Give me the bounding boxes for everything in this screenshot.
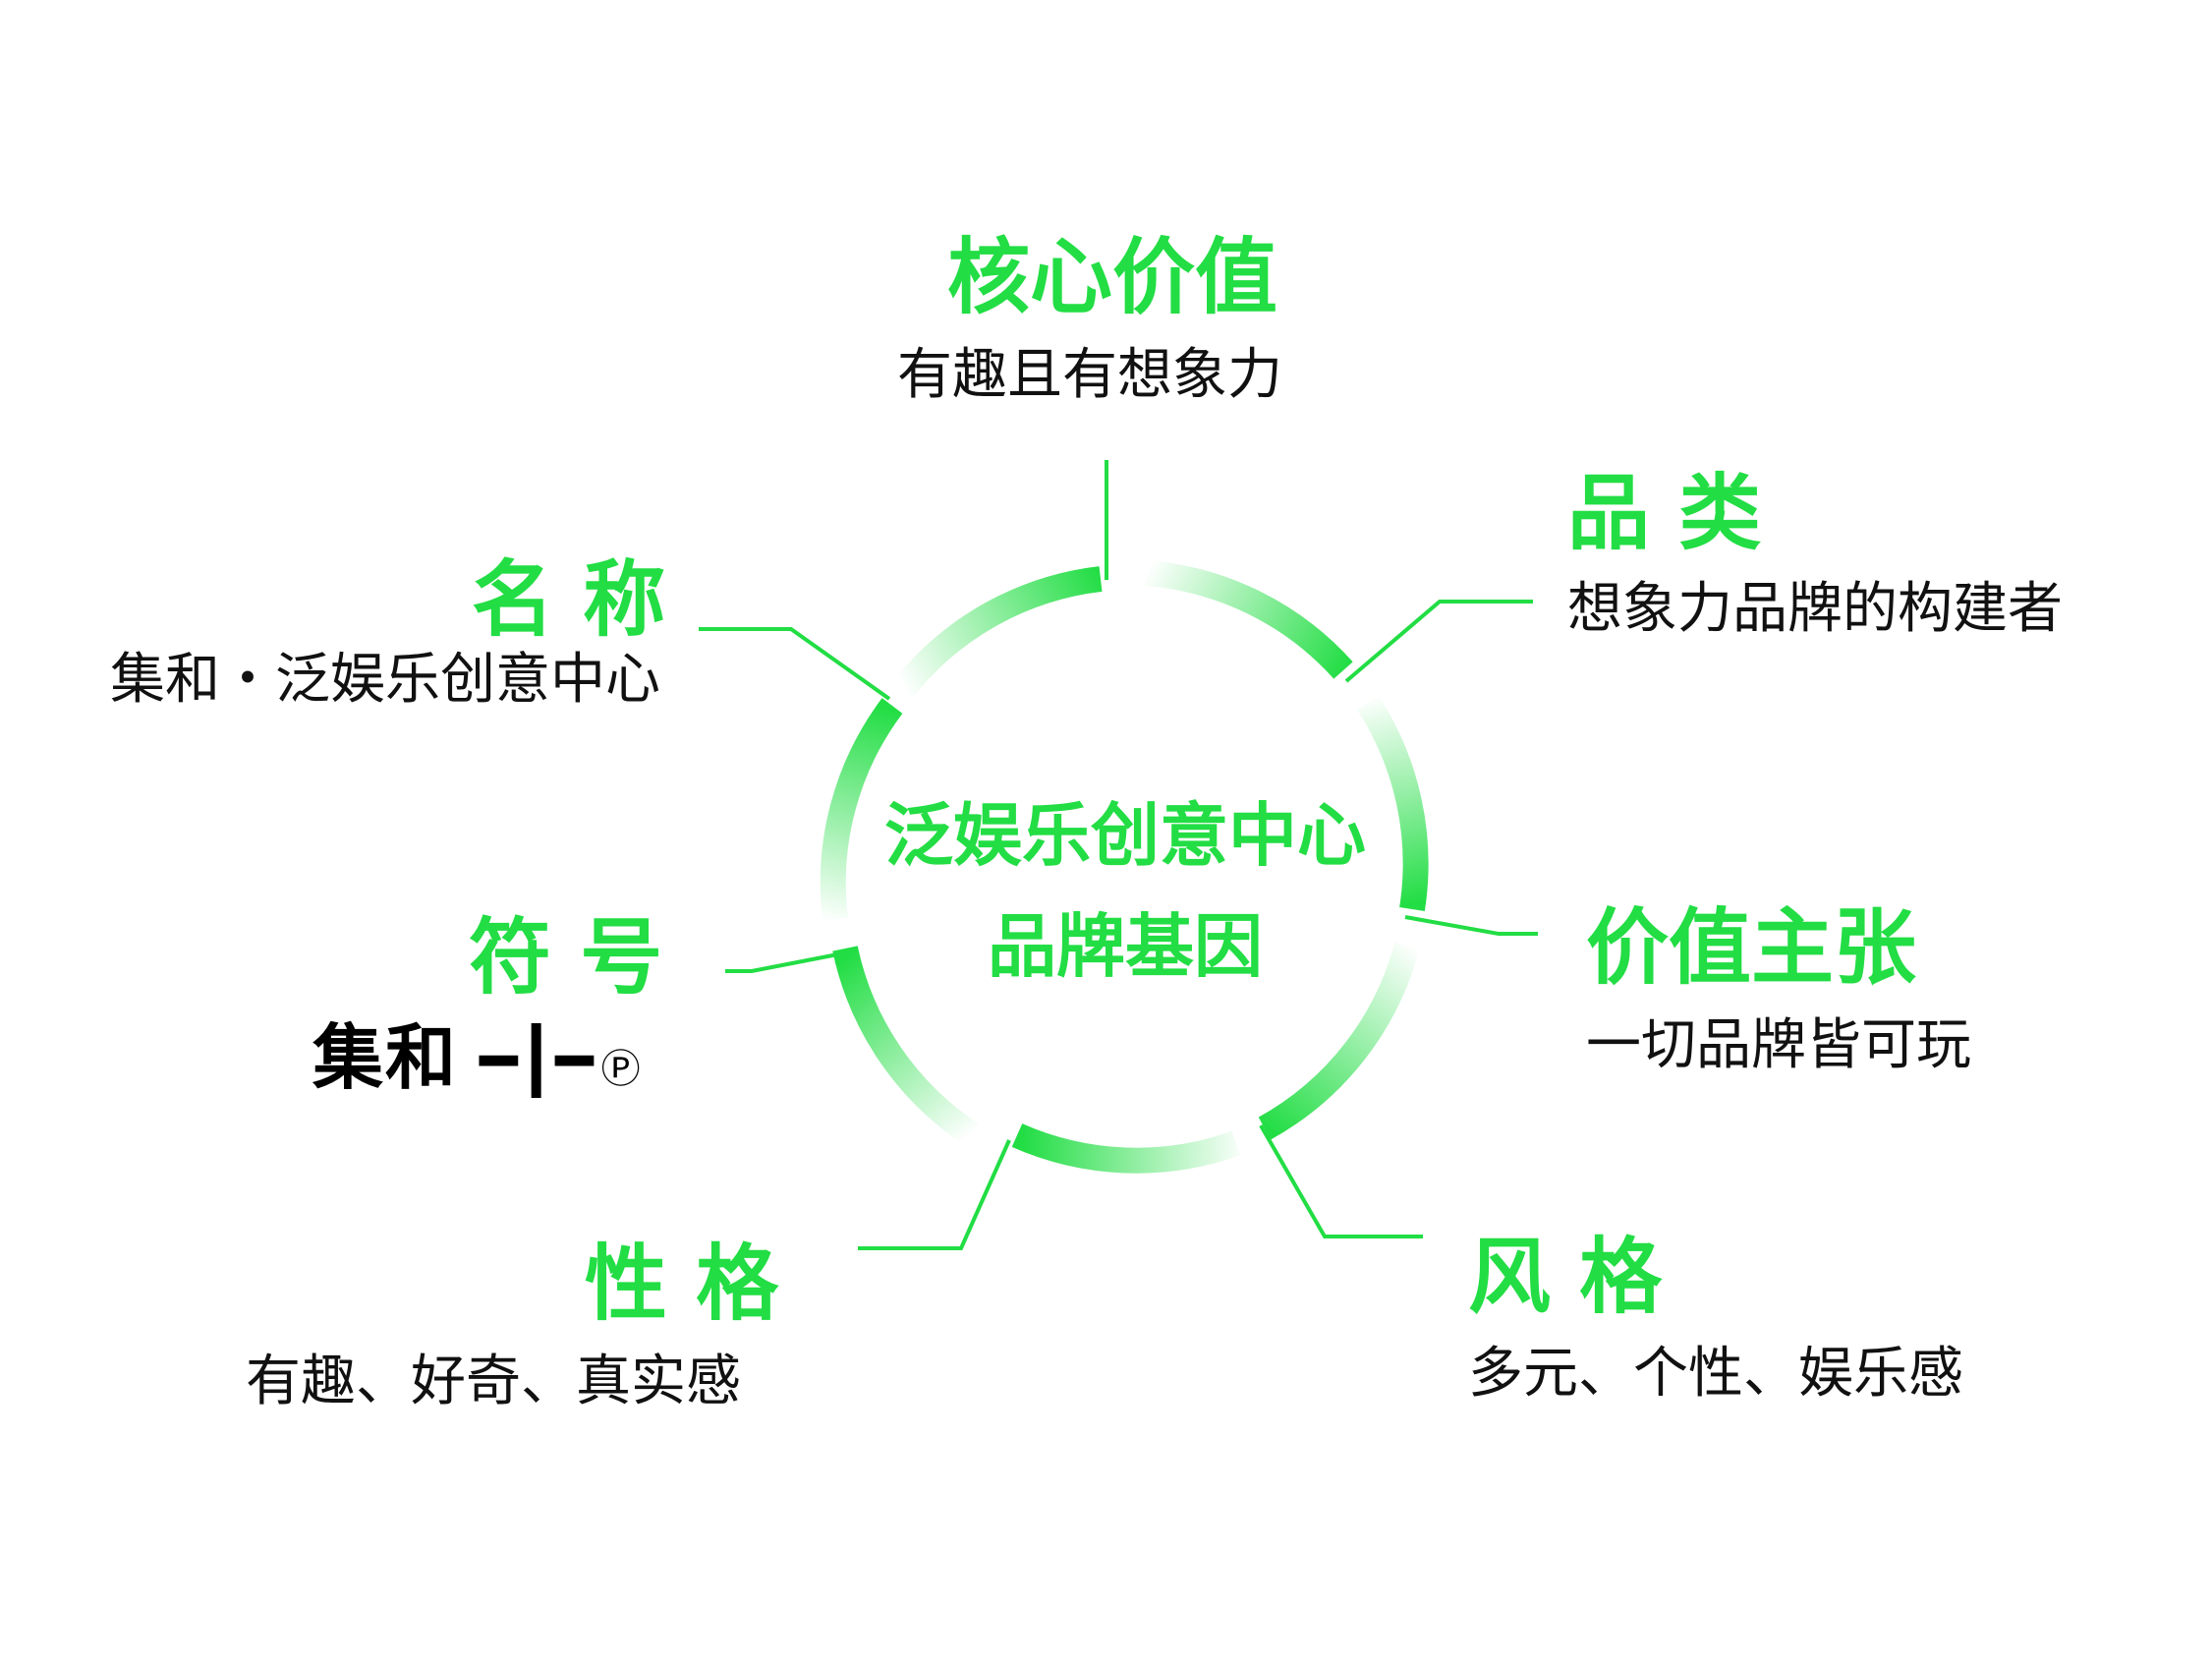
registered-mark-icon: Ⓟ	[600, 1047, 641, 1092]
ring-segment-style	[1258, 942, 1420, 1140]
value-title: 价值主张	[1586, 899, 1917, 996]
core-value-title: 核心价值	[947, 229, 1278, 325]
connector-category	[1344, 600, 1533, 683]
brand-symbol-logo: 集和━┃━Ⓟ	[312, 1022, 641, 1093]
name-title: 名 称	[472, 551, 666, 648]
center-title-line2: 品牌基因	[988, 906, 1263, 987]
name-desc: 集和・泛娱乐创意中心	[110, 648, 660, 712]
core-value-desc: 有趣且有想象力	[897, 343, 1282, 407]
ring-segment-personality	[1011, 1123, 1241, 1174]
category-desc: 想象力品牌的构建者	[1567, 577, 2063, 641]
personality-desc: 有趣、好奇、真实感	[246, 1350, 741, 1413]
connector-name	[699, 627, 891, 701]
ring-segment-category	[1143, 560, 1353, 679]
connector-value	[1404, 915, 1538, 936]
ring-segment-value	[1357, 695, 1429, 912]
brand-logo-text: 集和	[312, 1016, 459, 1099]
ring-segment-core	[889, 566, 1103, 701]
personality-title: 性 格	[585, 1236, 779, 1332]
connector-personality	[858, 1139, 1011, 1250]
ring	[820, 560, 1429, 1174]
value-desc: 一切品牌皆可玩	[1586, 1013, 1971, 1077]
connector-style	[1259, 1124, 1423, 1238]
ring-segment-name	[820, 698, 903, 921]
center-title-line1: 泛娱乐创意中心	[884, 795, 1366, 876]
style-desc: 多元、个性、娱乐感	[1468, 1342, 1963, 1406]
connectors	[699, 460, 1538, 1250]
brand-logo-mark: ━┃━	[480, 1025, 594, 1098]
category-title: 品 类	[1567, 465, 1762, 561]
symbol-title: 符 号	[469, 909, 663, 1006]
ring-segment-symbol	[832, 946, 981, 1146]
connector-symbol	[725, 949, 854, 973]
style-title: 风 格	[1468, 1229, 1663, 1325]
